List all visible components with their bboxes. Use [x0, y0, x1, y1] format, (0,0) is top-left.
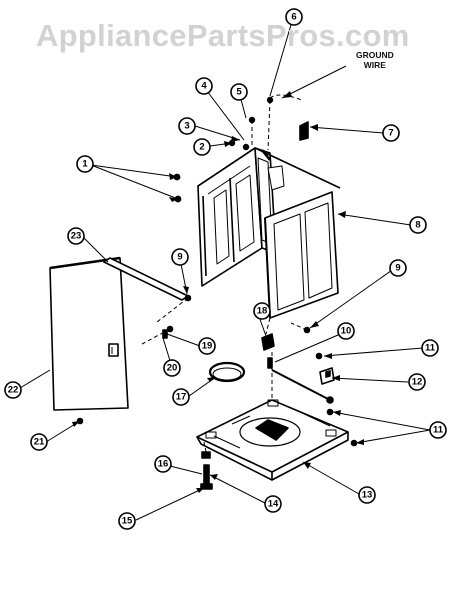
svg-text:4: 4 [201, 81, 207, 92]
callout-9-left: 9 [171, 248, 189, 266]
callout-22: 22 [4, 381, 22, 399]
svg-text:11: 11 [425, 343, 436, 354]
callout-6: 6 [285, 8, 303, 26]
svg-text:22: 22 [8, 385, 19, 396]
svg-text:8: 8 [415, 220, 420, 231]
svg-text:2: 2 [199, 142, 204, 153]
callout-15: 15 [118, 512, 136, 530]
svg-text:16: 16 [158, 459, 169, 470]
callout-10: 10 [337, 322, 355, 340]
svg-text:19: 19 [202, 341, 213, 352]
callout-1: 1 [76, 155, 94, 173]
callout-4: 4 [195, 77, 213, 95]
front-panel [49, 256, 129, 411]
cabinet-base [196, 399, 349, 481]
callout-7: 7 [382, 124, 400, 142]
svg-text:20: 20 [167, 363, 178, 374]
cabinet-side-panel [264, 191, 339, 319]
svg-text:9: 9 [395, 263, 400, 274]
callout-21: 21 [30, 433, 48, 451]
cabinet-rear-panel [197, 147, 285, 287]
ground-wire-label-line1: GROUND [356, 50, 394, 60]
svg-text:17: 17 [176, 392, 187, 403]
callout-19: 19 [198, 337, 216, 355]
callout-20: 20 [163, 359, 181, 377]
corner-clip [299, 121, 309, 141]
svg-text:23: 23 [71, 231, 82, 242]
leader-arrowheads [72, 91, 364, 493]
callout-13: 13 [358, 486, 376, 504]
callout-14: 14 [264, 495, 282, 513]
svg-text:21: 21 [34, 437, 45, 448]
svg-text:12: 12 [412, 377, 423, 388]
callout-17: 17 [172, 388, 190, 406]
callout-markers: 1 2 3 4 5 6 7 8 9 9 10 11 11 12 13 14 15… [4, 8, 447, 530]
cabinet-top-frame [197, 147, 341, 189]
callout-8: 8 [409, 216, 427, 234]
svg-text:6: 6 [291, 12, 296, 23]
callout-23: 23 [67, 227, 85, 245]
callout-2: 2 [193, 138, 211, 156]
callout-16: 16 [154, 455, 172, 473]
svg-text:3: 3 [184, 121, 189, 132]
svg-text:9: 9 [177, 252, 182, 263]
svg-text:7: 7 [388, 128, 393, 139]
alignment-lines [141, 94, 308, 453]
svg-text:15: 15 [122, 516, 133, 527]
svg-text:10: 10 [341, 326, 352, 337]
callout-11-bottom: 11 [429, 421, 447, 439]
callout-18: 18 [253, 302, 271, 320]
callout-3: 3 [178, 117, 196, 135]
ground-wire-label-line2: WIRE [363, 60, 386, 70]
ground-wire-label: GROUND WIRE [356, 50, 394, 70]
svg-text:14: 14 [268, 499, 279, 510]
callout-5: 5 [230, 83, 248, 101]
drive-ring [208, 361, 246, 383]
svg-text:13: 13 [362, 490, 373, 501]
callout-9-right: 9 [389, 259, 407, 277]
support-bracket [271, 367, 335, 404]
svg-text:11: 11 [433, 425, 444, 436]
svg-text:1: 1 [82, 159, 88, 170]
callout-11-top: 11 [421, 339, 439, 357]
svg-text:5: 5 [236, 87, 242, 98]
watermark-text: AppliancePartsPros.com [36, 18, 410, 53]
callout-12: 12 [408, 373, 426, 391]
svg-text:18: 18 [257, 306, 268, 317]
